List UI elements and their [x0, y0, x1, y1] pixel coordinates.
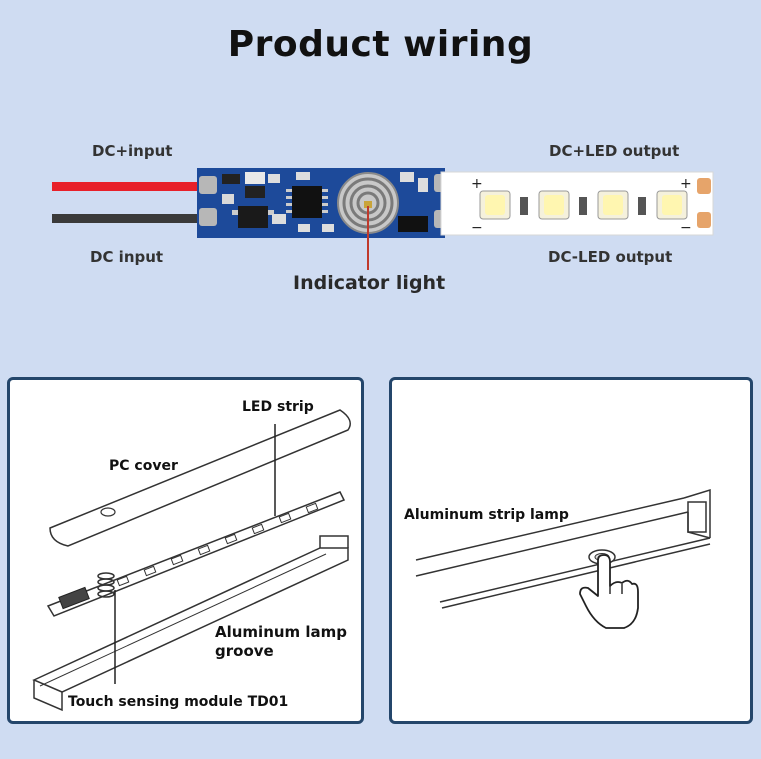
strip-plus-right: + [680, 176, 692, 192]
strip-plus-left: + [471, 176, 483, 192]
aluminum-groove-label-line1: Aluminum lamp [215, 623, 348, 641]
dc-input-label: DC input [90, 248, 164, 266]
page-title: Product wiring [227, 24, 534, 65]
strip-minus-right: − [680, 220, 692, 236]
dc-plus-input-label: DC+input [92, 142, 173, 160]
touch-module-illustration [58, 586, 90, 610]
dc-led-output-label: DC-LED output [548, 248, 673, 266]
assembly-illustration [32, 409, 351, 712]
touch-module-pcb [197, 168, 446, 238]
positive-wire [52, 182, 202, 191]
assembly-panel: LED strip PC cover Aluminum lamp groove … [7, 377, 364, 724]
strip-lamp-illustration [415, 488, 711, 629]
led-strip-label: LED strip [242, 399, 314, 415]
dc-plus-led-output-label: DC+LED output [549, 142, 680, 160]
negative-wire [52, 214, 202, 223]
aluminum-strip-lamp-label: Aluminum strip lamp [404, 507, 569, 523]
indicator-led [364, 201, 372, 208]
aluminum-strip-lamp [415, 488, 711, 609]
pc-cover-label: PC cover [109, 458, 178, 474]
strip-lamp-panel: Aluminum strip lamp [389, 377, 753, 724]
led-strip: + + − − [440, 171, 714, 236]
pc-cover [49, 409, 351, 547]
touch-module-label: Touch sensing module TD01 [68, 694, 289, 710]
indicator-light-label: Indicator light [293, 272, 446, 294]
strip-minus-left: − [471, 220, 483, 236]
hand-icon [579, 554, 639, 629]
wiring-diagram: + + − − [52, 168, 714, 270]
aluminum-groove [32, 547, 349, 693]
aluminum-groove-label-line2: groove [215, 642, 274, 660]
led-chips [479, 190, 688, 220]
